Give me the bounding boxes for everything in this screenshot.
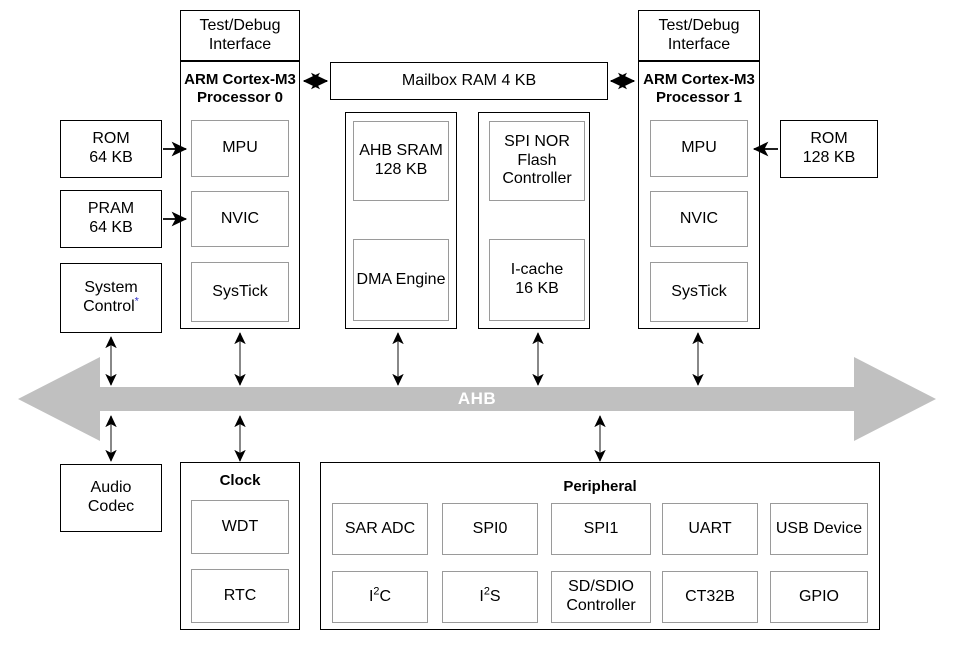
block-cpu1-nvic: NVIC [650,191,748,247]
block-rom-128kb: ROM 128 KB [780,120,878,178]
ahb-sram-line1: AHB SRAM [359,142,443,160]
block-i2c: I2C [332,571,428,623]
test-debug-0-line1: Test/Debug [199,16,281,34]
pram-64kb-line1: PRAM [87,200,135,218]
label-cpu1-header: ARM Cortex-M3 Processor 1 [638,68,760,110]
block-cpu1-mpu: MPU [650,120,748,177]
block-system-control-text: System Control* [83,279,139,317]
footnote-marker: * [134,295,139,308]
block-cpu1-systick: SysTick [650,262,748,322]
block-spi-nor-flash-controller: SPI NOR Flash Controller [489,121,585,201]
label-clock-header: Clock [219,472,261,489]
sd-sdio-line2: Controller [566,597,636,614]
cpu0-header-text: ARM Cortex-M3 Processor 0 [184,71,296,107]
cpu1-header-line1: ARM Cortex-M3 [643,71,755,88]
label-cpu0-header: ARM Cortex-M3 Processor 0 [180,68,300,110]
spi-nor-flash-text: SPI NOR Flash Controller [502,133,571,190]
block-sar-adc: SAR ADC [332,503,428,555]
block-spi0: SPI0 [442,503,538,555]
block-spi1: SPI1 [551,503,651,555]
block-usb-device: USB Device [770,503,868,555]
icache-text: I-cache 16 KB [511,261,563,299]
pram-64kb-line2: 64 KB [89,219,133,236]
label-test-debug-1: Test/Debug Interface [638,10,760,61]
label-peripheral-header: Peripheral [563,478,637,495]
test-debug-0-line2: Interface [208,35,272,53]
sd-sdio-text: SD/SDIO Controller [566,578,635,616]
block-uart: UART [662,503,758,555]
icache-line2: 16 KB [515,280,559,297]
spi-nor-line3: Controller [502,170,572,188]
rom-128kb-line1: ROM [810,130,848,148]
block-audio-codec: Audio Codec [60,464,162,532]
i2s-text: I2S [479,585,501,605]
block-cpu0-systick: SysTick [191,262,289,322]
rom-128kb-text: ROM 128 KB [803,130,855,168]
block-gpio: GPIO [770,571,868,623]
label-test-debug-0: Test/Debug Interface [180,10,300,61]
icache-line1: I-cache [510,261,564,279]
audio-codec-line2: Codec [87,498,135,515]
block-wdt: WDT [191,500,289,554]
block-rom-64kb: ROM 64 KB [60,120,162,178]
ahb-sram-line2: 128 KB [374,161,428,178]
system-control-line2: Control [83,298,135,315]
block-cpu0-mpu: MPU [191,120,289,177]
cpu0-header-line1: ARM Cortex-M3 [184,71,296,88]
ahb-bus-arrow [18,357,936,441]
group-test-debug-1 [638,10,760,61]
block-rtc: RTC [191,569,289,623]
block-ct32b: CT32B [662,571,758,623]
sd-sdio-line1: SD/SDIO [568,578,634,596]
rom-64kb-line2: 64 KB [89,149,133,166]
block-pram-64kb-text: PRAM 64 KB [88,200,134,238]
system-control-line1: System [84,279,138,297]
block-mailbox-ram: Mailbox RAM 4 KB [330,62,608,100]
spi-nor-line1: SPI NOR [504,132,570,150]
block-rom-64kb-text: ROM 64 KB [89,130,133,168]
test-debug-1-line2: Interface [667,35,731,53]
i2c-text: I2C [368,585,392,605]
test-debug-0-text: Test/Debug Interface [200,17,281,55]
cpu1-header-line2: Processor 1 [656,89,742,106]
block-system-control: System Control* [60,263,162,333]
group-test-debug-0 [180,10,300,61]
test-debug-1-text: Test/Debug Interface [659,17,740,55]
block-dma-engine: DMA Engine [353,239,449,321]
block-cpu0-nvic: NVIC [191,191,289,247]
rom-64kb-line1: ROM [92,130,130,148]
block-sd-sdio-controller: SD/SDIO Controller [551,571,651,623]
cpu0-header-line2: Processor 0 [197,89,283,106]
rom-128kb-line2: 128 KB [802,149,856,166]
block-ahb-sram: AHB SRAM 128 KB [353,121,449,201]
test-debug-1-line1: Test/Debug [658,16,740,34]
block-icache: I-cache 16 KB [489,239,585,321]
audio-codec-text: Audio Codec [88,479,134,517]
spi-nor-line2: Flash [517,151,557,169]
cpu1-header-text: ARM Cortex-M3 Processor 1 [643,71,755,107]
ahb-sram-text: AHB SRAM 128 KB [359,142,443,180]
block-i2s: I2S [442,571,538,623]
block-pram-64kb: PRAM 64 KB [60,190,162,248]
audio-codec-line1: Audio [90,479,132,497]
